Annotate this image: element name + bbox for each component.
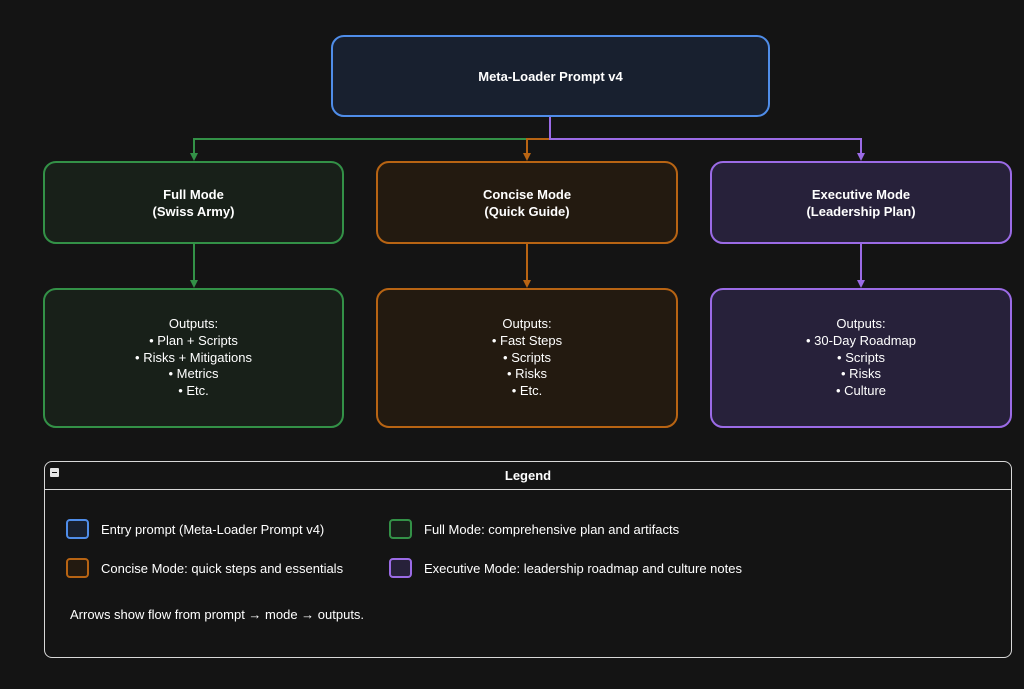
swatch-executive [389,558,412,578]
arrow-root-to-full [190,117,551,161]
full-outputs-line: • Etc. [178,383,209,399]
executive-outputs-line: • Culture [835,383,887,399]
full-outputs-line: • Risks + Mitigations [135,349,252,365]
full-outputs-line: • Plan + Scripts [149,332,238,348]
executive-outputs-line: • Risks [841,366,881,382]
full-outputs-line: • Metrics [168,366,219,382]
legend-item-entry-label: Entry prompt (Meta-Loader Prompt v4) [101,521,325,537]
full-mode-subtitle: (Swiss Army) [152,203,235,219]
full-mode-title: Full Mode [163,186,224,202]
legend-item-executive: Executive Mode: leadership roadmap and c… [389,558,742,578]
swatch-full [389,519,412,539]
concise-outputs-line: • Fast Steps [491,332,563,348]
legend-item-executive-label: Executive Mode: leadership roadmap and c… [424,560,742,576]
concise-outputs-line: • Risks [507,366,547,382]
executive-outputs-node[interactable]: Outputs: • 30-Day Roadmap • Scripts • Ri… [710,288,1012,428]
executive-outputs-line: • Scripts [837,349,885,365]
concise-mode-subtitle: (Quick Guide) [484,203,570,219]
arrow-root-to-concise [523,117,551,161]
legend-header: Legend [45,462,1011,490]
root-title: Meta-Loader Prompt v4 [478,68,623,84]
concise-mode-node[interactable]: Concise Mode (Quick Guide) [376,161,678,244]
full-mode-node[interactable]: Full Mode (Swiss Army) [43,161,344,244]
executive-mode-node[interactable]: Executive Mode (Leadership Plan) [710,161,1012,244]
legend-item-entry: Entry prompt (Meta-Loader Prompt v4) [66,519,324,539]
concise-outputs-line: • Scripts [503,349,551,365]
legend-panel: Legend Entry prompt (Meta-Loader Prompt … [44,461,1012,658]
full-outputs-line: Outputs: [168,316,219,331]
executive-mode-title: Executive Mode [811,186,911,202]
arrow-root-to-executive [549,117,865,161]
legend-item-concise: Concise Mode: quick steps and essentials [66,558,343,578]
legend-item-full: Full Mode: comprehensive plan and artifa… [389,519,679,539]
legend-title: Legend [504,468,552,483]
concise-outputs-node[interactable]: Outputs: • Fast Steps • Scripts • Risks … [376,288,678,428]
collapse-icon[interactable] [50,468,59,477]
executive-outputs-line: Outputs: [836,316,886,331]
concise-outputs-line: Outputs: [502,316,552,331]
concise-outputs-line: • Etc. [511,383,543,399]
legend-item-full-label: Full Mode: comprehensive plan and artifa… [424,521,680,537]
executive-mode-subtitle: (Leadership Plan) [806,203,916,219]
root-node[interactable]: Meta-Loader Prompt v4 [331,35,770,117]
legend-note: Arrows show flow from prompt → mode → ou… [70,607,365,622]
swatch-entry [66,519,89,539]
executive-outputs-line: • 30-Day Roadmap [805,332,917,348]
swatch-concise [66,558,89,578]
legend-item-concise-label: Concise Mode: quick steps and essentials [101,560,344,576]
concise-mode-title: Concise Mode [482,186,572,202]
full-outputs-node[interactable]: Outputs: • Plan + Scripts • Risks + Miti… [43,288,344,428]
